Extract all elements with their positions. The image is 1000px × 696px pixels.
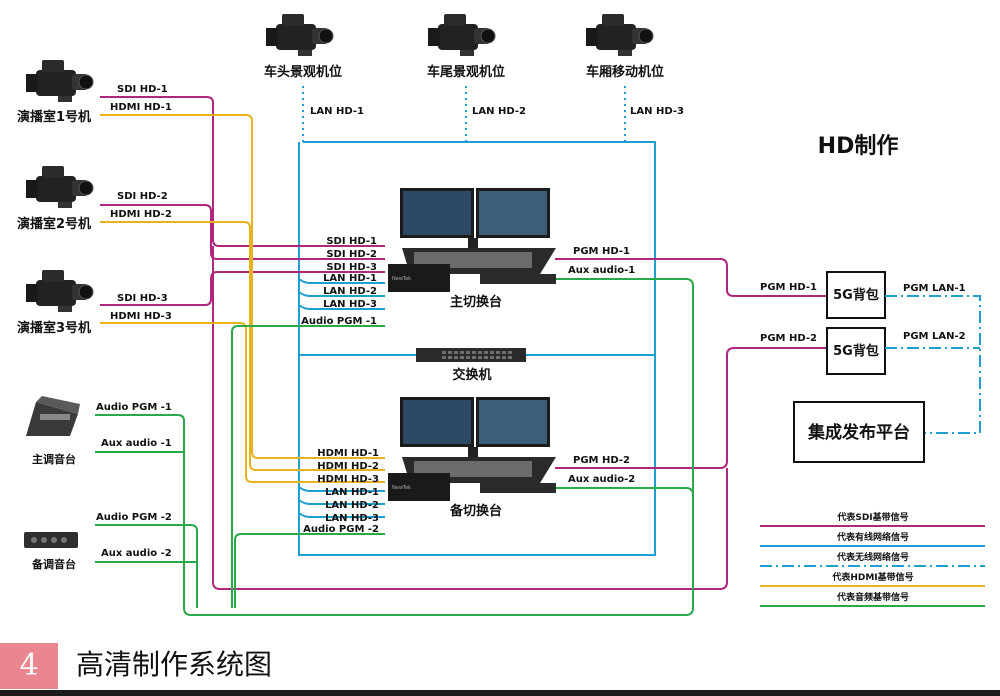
backup-out-pgm: PGM HD-2: [573, 455, 630, 466]
main-switcher: 主切换台 SDI HD-1 SDI HD-2 SDI HD-3 LAN HD-1…: [301, 188, 635, 327]
publish-platform: 集成发布平台: [793, 401, 925, 463]
backup-input-label: LAN HD-2: [325, 500, 379, 511]
legend-item-audio: 代表音频基带信号: [760, 591, 985, 607]
main-out-pgm: PGM HD-1: [573, 246, 630, 257]
backpack-2-in: PGM HD-2: [760, 333, 817, 344]
caption-divider: [0, 690, 1000, 696]
system-diagram: NewTek HD制作 车头景观机位 车尾景观机位 车厢移动机位 LAN HD-…: [17, 13, 985, 616]
main-out-aux: Aux audio-1: [568, 265, 635, 276]
switch-icon: [416, 348, 526, 362]
camera-icon: [427, 13, 496, 57]
backpack-2-label: 5G背包: [833, 343, 879, 359]
legend-label: 代表无线网络信号: [836, 551, 909, 563]
mixer-icon: [24, 532, 78, 548]
backup-mixer-aux: Aux audio -2: [101, 548, 172, 559]
backup-mixer-pgm: Audio PGM -2: [96, 512, 172, 523]
main-input-label: LAN HD-2: [323, 286, 377, 297]
legend: 代表SDI基带信号 代表有线网络信号 代表无线网络信号 代表HDMI基带信号 代…: [760, 511, 985, 607]
main-input-label: LAN HD-3: [323, 299, 377, 310]
studio-camera-2-sdi: SDI HD-2: [117, 191, 168, 202]
studio-camera-3-hdmi: HDMI HD-3: [110, 311, 172, 322]
studio-camera-3-label: 演播室3号机: [17, 320, 91, 336]
figure-title: 高清制作系统图: [76, 648, 273, 681]
backpack-2: 5G背包: [826, 327, 886, 375]
backup-input-label: HDMI HD-3: [317, 474, 379, 485]
camera-icon: [265, 13, 334, 57]
backup-input-label: HDMI HD-2: [317, 461, 379, 472]
switcher-icon: [388, 397, 556, 501]
main-input-label: Audio PGM -1: [301, 316, 377, 327]
diagram-title: HD制作: [818, 134, 899, 159]
publish-platform-label: 集成发布平台: [807, 422, 910, 443]
studio-camera-2-label: 演播室2号机: [17, 216, 91, 232]
backup-switcher-label: 备切换台: [449, 503, 502, 519]
main-switcher-label: 主切换台: [450, 294, 502, 310]
studio-camera-1-label: 演播室1号机: [17, 109, 91, 125]
backup-switcher: 备切换台 HDMI HD-1 HDMI HD-2 HDMI HD-3 LAN H…: [303, 397, 635, 535]
legend-label: 代表SDI基带信号: [836, 511, 908, 523]
legend-item-hdmi: 代表HDMI基带信号: [760, 571, 985, 587]
legend-item-lan: 代表有线网络信号: [760, 531, 985, 547]
studio-camera-3: 演播室3号机 SDI HD-3 HDMI HD-3: [17, 269, 172, 336]
studio-camera-1: 演播室1号机 SDI HD-1 HDMI HD-1: [17, 59, 172, 125]
top-camera-2: 车尾景观机位: [427, 13, 505, 80]
main-input-label: SDI HD-3: [326, 262, 377, 273]
main-mixer-aux: Aux audio -1: [101, 438, 172, 449]
lan-label-2: LAN HD-2: [472, 106, 526, 117]
studio-camera-2: 演播室2号机 SDI HD-2 HDMI HD-2: [17, 165, 172, 232]
backup-input-label: LAN HD-3: [325, 513, 379, 524]
main-input-label: LAN HD-1: [323, 273, 377, 284]
studio-camera-2-hdmi: HDMI HD-2: [110, 209, 172, 220]
camera-icon: [25, 269, 94, 313]
legend-item-sdi: 代表SDI基带信号: [760, 511, 985, 527]
studio-camera-1-hdmi: HDMI HD-1: [110, 102, 172, 113]
backpack-1-label: 5G背包: [833, 287, 879, 303]
backpack-1-out: PGM LAN-1: [903, 283, 966, 294]
camera-icon: [585, 13, 654, 57]
backup-input-label: Audio PGM -2: [303, 524, 379, 535]
top-camera-1-label: 车头景观机位: [264, 64, 342, 80]
top-camera-3-label: 车厢移动机位: [586, 64, 664, 80]
switch-label: 交换机: [452, 367, 491, 383]
legend-label: 代表HDMI基带信号: [831, 571, 913, 583]
network-switch: 交换机: [416, 348, 526, 383]
main-mixer-label: 主调音台: [32, 452, 76, 466]
figure-caption: 4 高清制作系统图: [0, 640, 1000, 696]
camera-icon: [25, 165, 94, 209]
main-mixer-pgm: Audio PGM -1: [96, 402, 172, 413]
main-input-label: SDI HD-1: [326, 236, 377, 247]
legend-label: 代表有线网络信号: [836, 531, 909, 543]
top-camera-1: 车头景观机位: [264, 13, 342, 80]
main-mixer: 主调音台 Audio PGM -1 Aux audio -1: [26, 396, 172, 466]
backpack-1-in: PGM HD-1: [760, 282, 817, 293]
camera-icon: [25, 59, 94, 103]
backup-mixer: 备调音台 Audio PGM -2 Aux audio -2: [24, 512, 172, 571]
studio-camera-1-sdi: SDI HD-1: [117, 84, 168, 95]
top-camera-2-label: 车尾景观机位: [427, 64, 505, 80]
studio-camera-3-sdi: SDI HD-3: [117, 293, 168, 304]
main-input-label: SDI HD-2: [326, 249, 377, 260]
legend-item-wireless: 代表无线网络信号: [760, 551, 985, 567]
mixer-icon: [26, 396, 80, 436]
backpack-1: 5G背包: [826, 271, 886, 319]
figure-number: 4: [0, 643, 58, 689]
switcher-icon: [388, 188, 556, 292]
backup-mixer-label: 备调音台: [31, 557, 76, 571]
backpack-2-out: PGM LAN-2: [903, 331, 966, 342]
legend-label: 代表音频基带信号: [836, 591, 909, 603]
backup-out-aux: Aux audio-2: [568, 474, 635, 485]
backup-input-label: LAN HD-1: [325, 487, 379, 498]
lan-label-3: LAN HD-3: [630, 106, 684, 117]
top-camera-3: 车厢移动机位: [585, 13, 664, 80]
lan-label-1: LAN HD-1: [310, 106, 364, 117]
backup-input-label: HDMI HD-1: [317, 448, 379, 459]
